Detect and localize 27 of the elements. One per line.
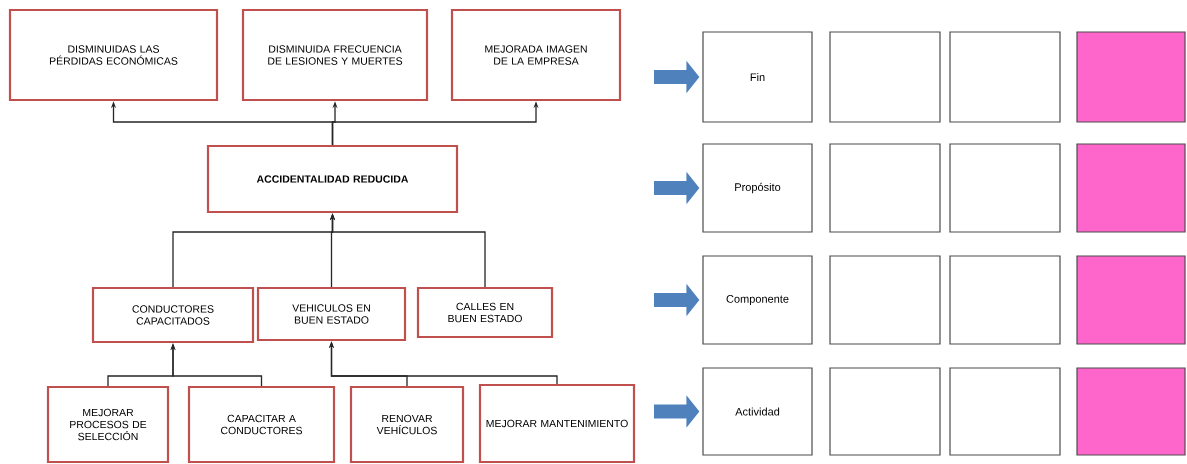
matrix-cell [829, 143, 941, 233]
objective-box: CONDUCTORES CAPACITADOS [91, 286, 255, 344]
row-label-box: Fin [702, 31, 813, 123]
matrix-cell [829, 255, 941, 345]
matrix-cell [829, 31, 941, 123]
row-label-box: Actividad [702, 367, 813, 456]
objective-box: DISMINUIDA FRECUENCIA DE LESIONES Y MUERTES [241, 8, 429, 102]
objective-box: MEJORAR MANTENIMIENTO [478, 383, 636, 464]
matrix-cell [1076, 367, 1186, 456]
row-label-box: Propósito [702, 143, 813, 233]
objective-box: CAPACITAR A CONDUCTORES [187, 385, 336, 464]
objective-box: MEJORAR PROCESOS DE SELECCIÓN [46, 385, 170, 464]
matrix-cell [1076, 31, 1186, 123]
matrix-cell [949, 255, 1061, 345]
matrix-cell [1076, 255, 1186, 345]
matrix-cell [949, 31, 1061, 123]
matrix-cell [1076, 143, 1186, 233]
matrix-cell [829, 367, 941, 456]
objective-box: VEHICULOS EN BUEN ESTADO [256, 286, 407, 342]
row-label-box: Componente [702, 255, 813, 345]
matrix-cell [949, 367, 1061, 456]
matrix-cell [949, 143, 1061, 233]
objective-box: DISMINUIDAS LAS PÉRDIDAS ECONÓMICAS [8, 8, 219, 102]
objective-box: ACCIDENTALIDAD REDUCIDA [206, 144, 459, 214]
objective-box: RENOVAR VEHÍCULOS [349, 385, 465, 464]
objective-box: CALLES EN BUEN ESTADO [416, 286, 554, 339]
objective-box: MEJORADA IMAGEN DE LA EMPRESA [450, 8, 622, 102]
